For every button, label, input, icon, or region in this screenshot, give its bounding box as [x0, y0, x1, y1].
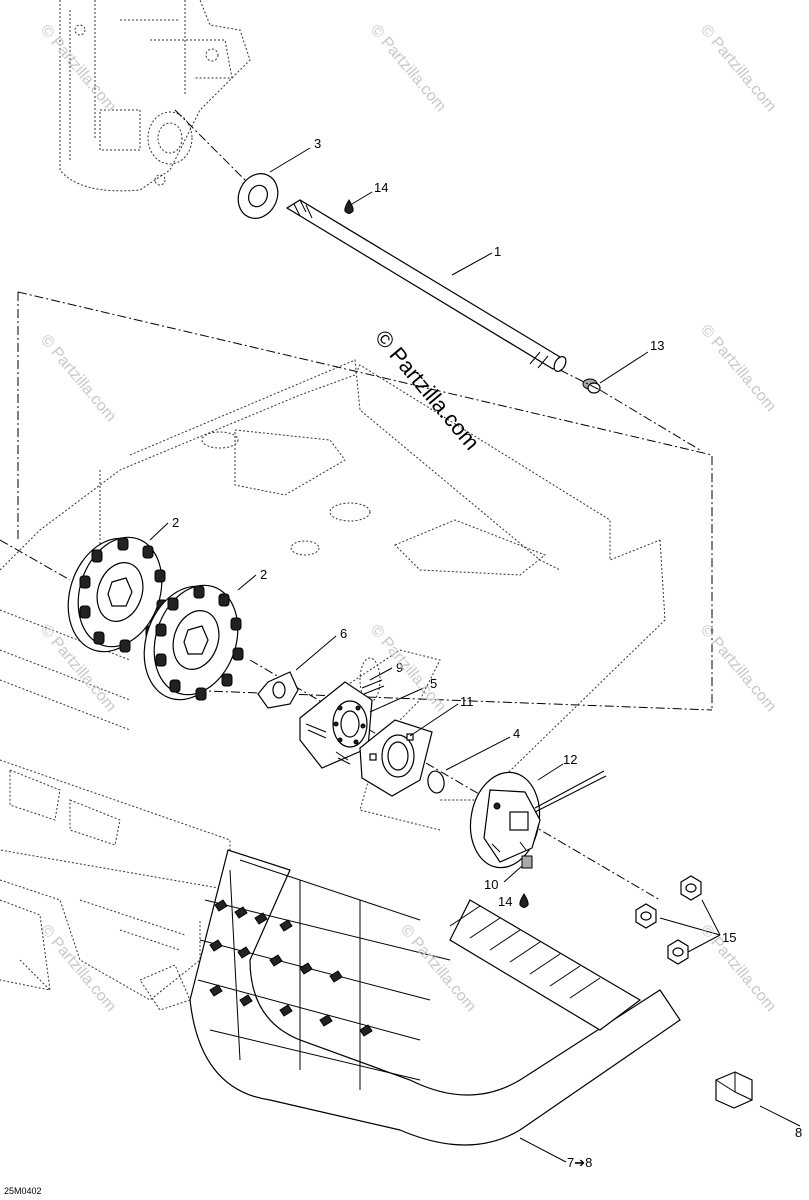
- label-track: 7➔8: [567, 1155, 592, 1170]
- nut-part-2: [635, 903, 657, 929]
- bearing-plate-part: [299, 679, 385, 769]
- label-sprocket-rear: 2: [172, 515, 179, 530]
- svg-text:© Partzilla.com: © Partzilla.com: [697, 922, 779, 1016]
- nut-part-1: [680, 875, 702, 901]
- svg-text:© Partzilla.com: © Partzilla.com: [367, 22, 449, 116]
- label-nuts: 15: [722, 930, 736, 945]
- svg-text:© Partzilla.com: © Partzilla.com: [37, 22, 119, 116]
- o-ring-part: [427, 770, 445, 794]
- label-plug: 13: [650, 338, 664, 353]
- label-lube-bottom: 14: [498, 894, 512, 909]
- label-shaft: 1: [494, 244, 501, 259]
- svg-text:© Partzilla.com: © Partzilla.com: [697, 622, 779, 716]
- sprocket-rear-part: [67, 536, 168, 653]
- track-part: [189, 849, 681, 1146]
- watermark-faded: © Partzilla.com © Partzilla.com © Partzi…: [37, 22, 779, 1016]
- oil-drop-icon: [519, 893, 529, 908]
- svg-text:© Partzilla.com: © Partzilla.com: [697, 322, 779, 416]
- svg-text:© Partzilla.com: © Partzilla.com: [697, 22, 779, 116]
- washer-part: [237, 173, 279, 219]
- label-washer: 3: [314, 136, 321, 151]
- label-clip: 8: [795, 1125, 802, 1140]
- label-bolt: 10: [484, 877, 498, 892]
- svg-text:© Partzilla.com: © Partzilla.com: [37, 332, 119, 426]
- label-sensor: 12: [563, 752, 577, 767]
- svg-text:© Partzilla.com: © Partzilla.com: [367, 622, 449, 716]
- label-spacer: 6: [340, 626, 347, 641]
- label-lube-top: 14: [374, 180, 388, 195]
- gearbox-housing: [59, 0, 251, 192]
- sprocket-front-part: [143, 584, 244, 701]
- oil-drop-icon: [344, 199, 354, 214]
- drive-shaft-part: [285, 199, 567, 372]
- housing-part: [359, 719, 433, 797]
- watermark-main: © Partzilla.com: [370, 325, 484, 455]
- label-housing: 11: [460, 694, 474, 709]
- sensor-plate-part: [469, 770, 607, 869]
- clip-part: [715, 1071, 753, 1109]
- bolt-part: [521, 855, 533, 869]
- diagram-code: 25M0402: [4, 1186, 42, 1196]
- shaft-axis-line: [174, 109, 701, 451]
- sprocket-axis-line: [0, 539, 661, 901]
- label-stud: 9: [396, 660, 403, 675]
- label-sprocket-front: 2: [260, 567, 267, 582]
- label-bearing: 5: [430, 676, 437, 691]
- nut-part-3: [667, 939, 689, 965]
- leader-lines: [149, 147, 801, 1163]
- spacer-part: [257, 671, 299, 709]
- svg-text:© Partzilla.com: © Partzilla.com: [37, 922, 119, 1016]
- label-o-ring: 4: [513, 726, 520, 741]
